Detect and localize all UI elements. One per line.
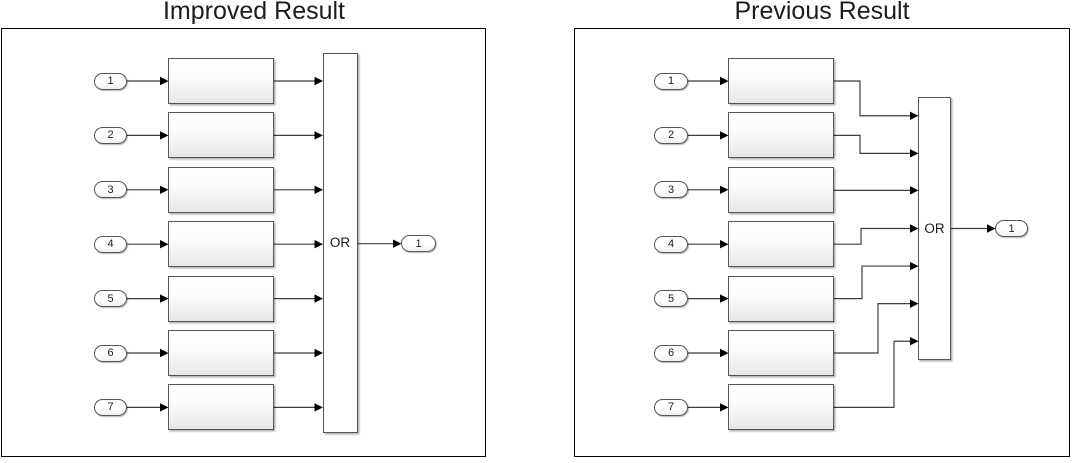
inport-improved[interactable]: 6 (94, 344, 127, 362)
inport-label: 5 (107, 292, 114, 305)
inport-improved[interactable]: 1 (94, 72, 127, 90)
arrowhead-icon (160, 131, 169, 140)
arrowhead-icon (314, 76, 323, 86)
arrowhead-icon (720, 294, 729, 303)
arrowhead-icon (910, 337, 919, 346)
subsystem-block-improved[interactable] (168, 330, 274, 376)
panel-title-improved: Improved Result (162, 0, 346, 25)
subsystem-block-previous[interactable] (728, 166, 834, 213)
inport-label: 1 (667, 75, 675, 87)
inport-previous[interactable]: 2 (654, 126, 688, 144)
subsystem-block-improved[interactable] (168, 112, 274, 159)
arrowhead-icon (160, 76, 169, 86)
arrowhead-icon (314, 240, 323, 249)
subsystem-block-previous[interactable] (728, 275, 834, 322)
signal-wire (834, 303, 911, 354)
inport-previous[interactable]: 7 (654, 398, 688, 416)
subsystem-block-improved[interactable] (168, 58, 274, 104)
inport-label: 5 (667, 292, 675, 305)
arrowhead-icon (720, 185, 729, 194)
or-gate-block-improved[interactable]: OR (322, 53, 358, 433)
arrowhead-icon (160, 240, 169, 249)
subsystem-block-previous[interactable] (728, 58, 834, 104)
arrowhead-icon (910, 111, 919, 120)
inport-label: 3 (107, 183, 114, 196)
inport-label: 6 (667, 347, 675, 359)
arrowhead-icon (720, 403, 729, 412)
arrowhead-icon (720, 348, 729, 358)
arrowhead-icon (720, 131, 729, 140)
subsystem-block-previous[interactable] (728, 112, 834, 159)
inport-improved[interactable]: 3 (94, 181, 127, 199)
arrowhead-icon (160, 294, 169, 303)
or-gate-label: OR (329, 235, 351, 251)
or-gate-label: OR (924, 220, 945, 236)
signal-wire (834, 80, 911, 117)
outport-label: 1 (415, 237, 422, 250)
inport-label: 4 (667, 238, 675, 251)
arrowhead-icon (314, 403, 323, 412)
arrowhead-icon (160, 185, 169, 194)
inport-label: 4 (107, 238, 114, 251)
arrowhead-icon (910, 261, 919, 271)
inport-previous[interactable]: 5 (654, 290, 688, 308)
signal-wire (834, 265, 911, 300)
inport-previous[interactable]: 6 (654, 344, 688, 362)
outport-previous[interactable]: 1 (995, 220, 1028, 237)
inport-label: 6 (107, 347, 114, 359)
panel-frame-improved (1, 28, 486, 457)
outport-improved[interactable]: 1 (401, 235, 436, 253)
subsystem-block-improved[interactable] (168, 384, 274, 431)
arrowhead-icon (160, 348, 169, 358)
inport-improved[interactable]: 2 (94, 126, 127, 144)
arrowhead-icon (393, 239, 402, 248)
signal-wire (834, 227, 911, 245)
subsystem-block-improved[interactable] (168, 275, 274, 322)
arrowhead-icon (987, 224, 996, 233)
panel-frame-previous (574, 28, 1070, 457)
or-gate-block-previous[interactable]: OR (918, 97, 951, 360)
inport-improved[interactable]: 5 (94, 290, 127, 308)
inport-previous[interactable]: 1 (654, 72, 688, 90)
inport-improved[interactable]: 4 (94, 235, 127, 253)
subsystem-block-previous[interactable] (728, 330, 834, 376)
arrowhead-icon (910, 149, 919, 158)
arrowhead-icon (314, 131, 323, 140)
inport-previous[interactable]: 4 (654, 235, 688, 253)
signal-wire (834, 340, 911, 408)
inport-label: 1 (107, 75, 114, 87)
arrowhead-icon (720, 76, 729, 86)
outport-label: 1 (1008, 222, 1015, 235)
arrowhead-icon (910, 186, 919, 195)
arrowhead-icon (910, 224, 919, 233)
subsystem-block-improved[interactable] (168, 166, 274, 213)
arrowhead-icon (160, 403, 169, 412)
inport-label: 7 (667, 401, 675, 414)
arrowhead-icon (314, 185, 323, 194)
inport-label: 2 (667, 129, 675, 142)
subsystem-block-improved[interactable] (168, 221, 274, 268)
inport-label: 2 (107, 129, 114, 142)
inport-improved[interactable]: 7 (94, 398, 127, 416)
subsystem-block-previous[interactable] (728, 384, 834, 431)
arrowhead-icon (314, 294, 323, 303)
arrowhead-icon (314, 348, 323, 358)
arrowhead-icon (720, 240, 729, 249)
inport-previous[interactable]: 3 (654, 181, 688, 199)
signal-wire (834, 134, 911, 154)
panel-title-previous: Previous Result (734, 0, 910, 25)
inport-label: 3 (667, 183, 675, 196)
subsystem-block-previous[interactable] (728, 221, 834, 268)
arrowhead-icon (910, 299, 919, 308)
inport-label: 7 (107, 401, 114, 414)
